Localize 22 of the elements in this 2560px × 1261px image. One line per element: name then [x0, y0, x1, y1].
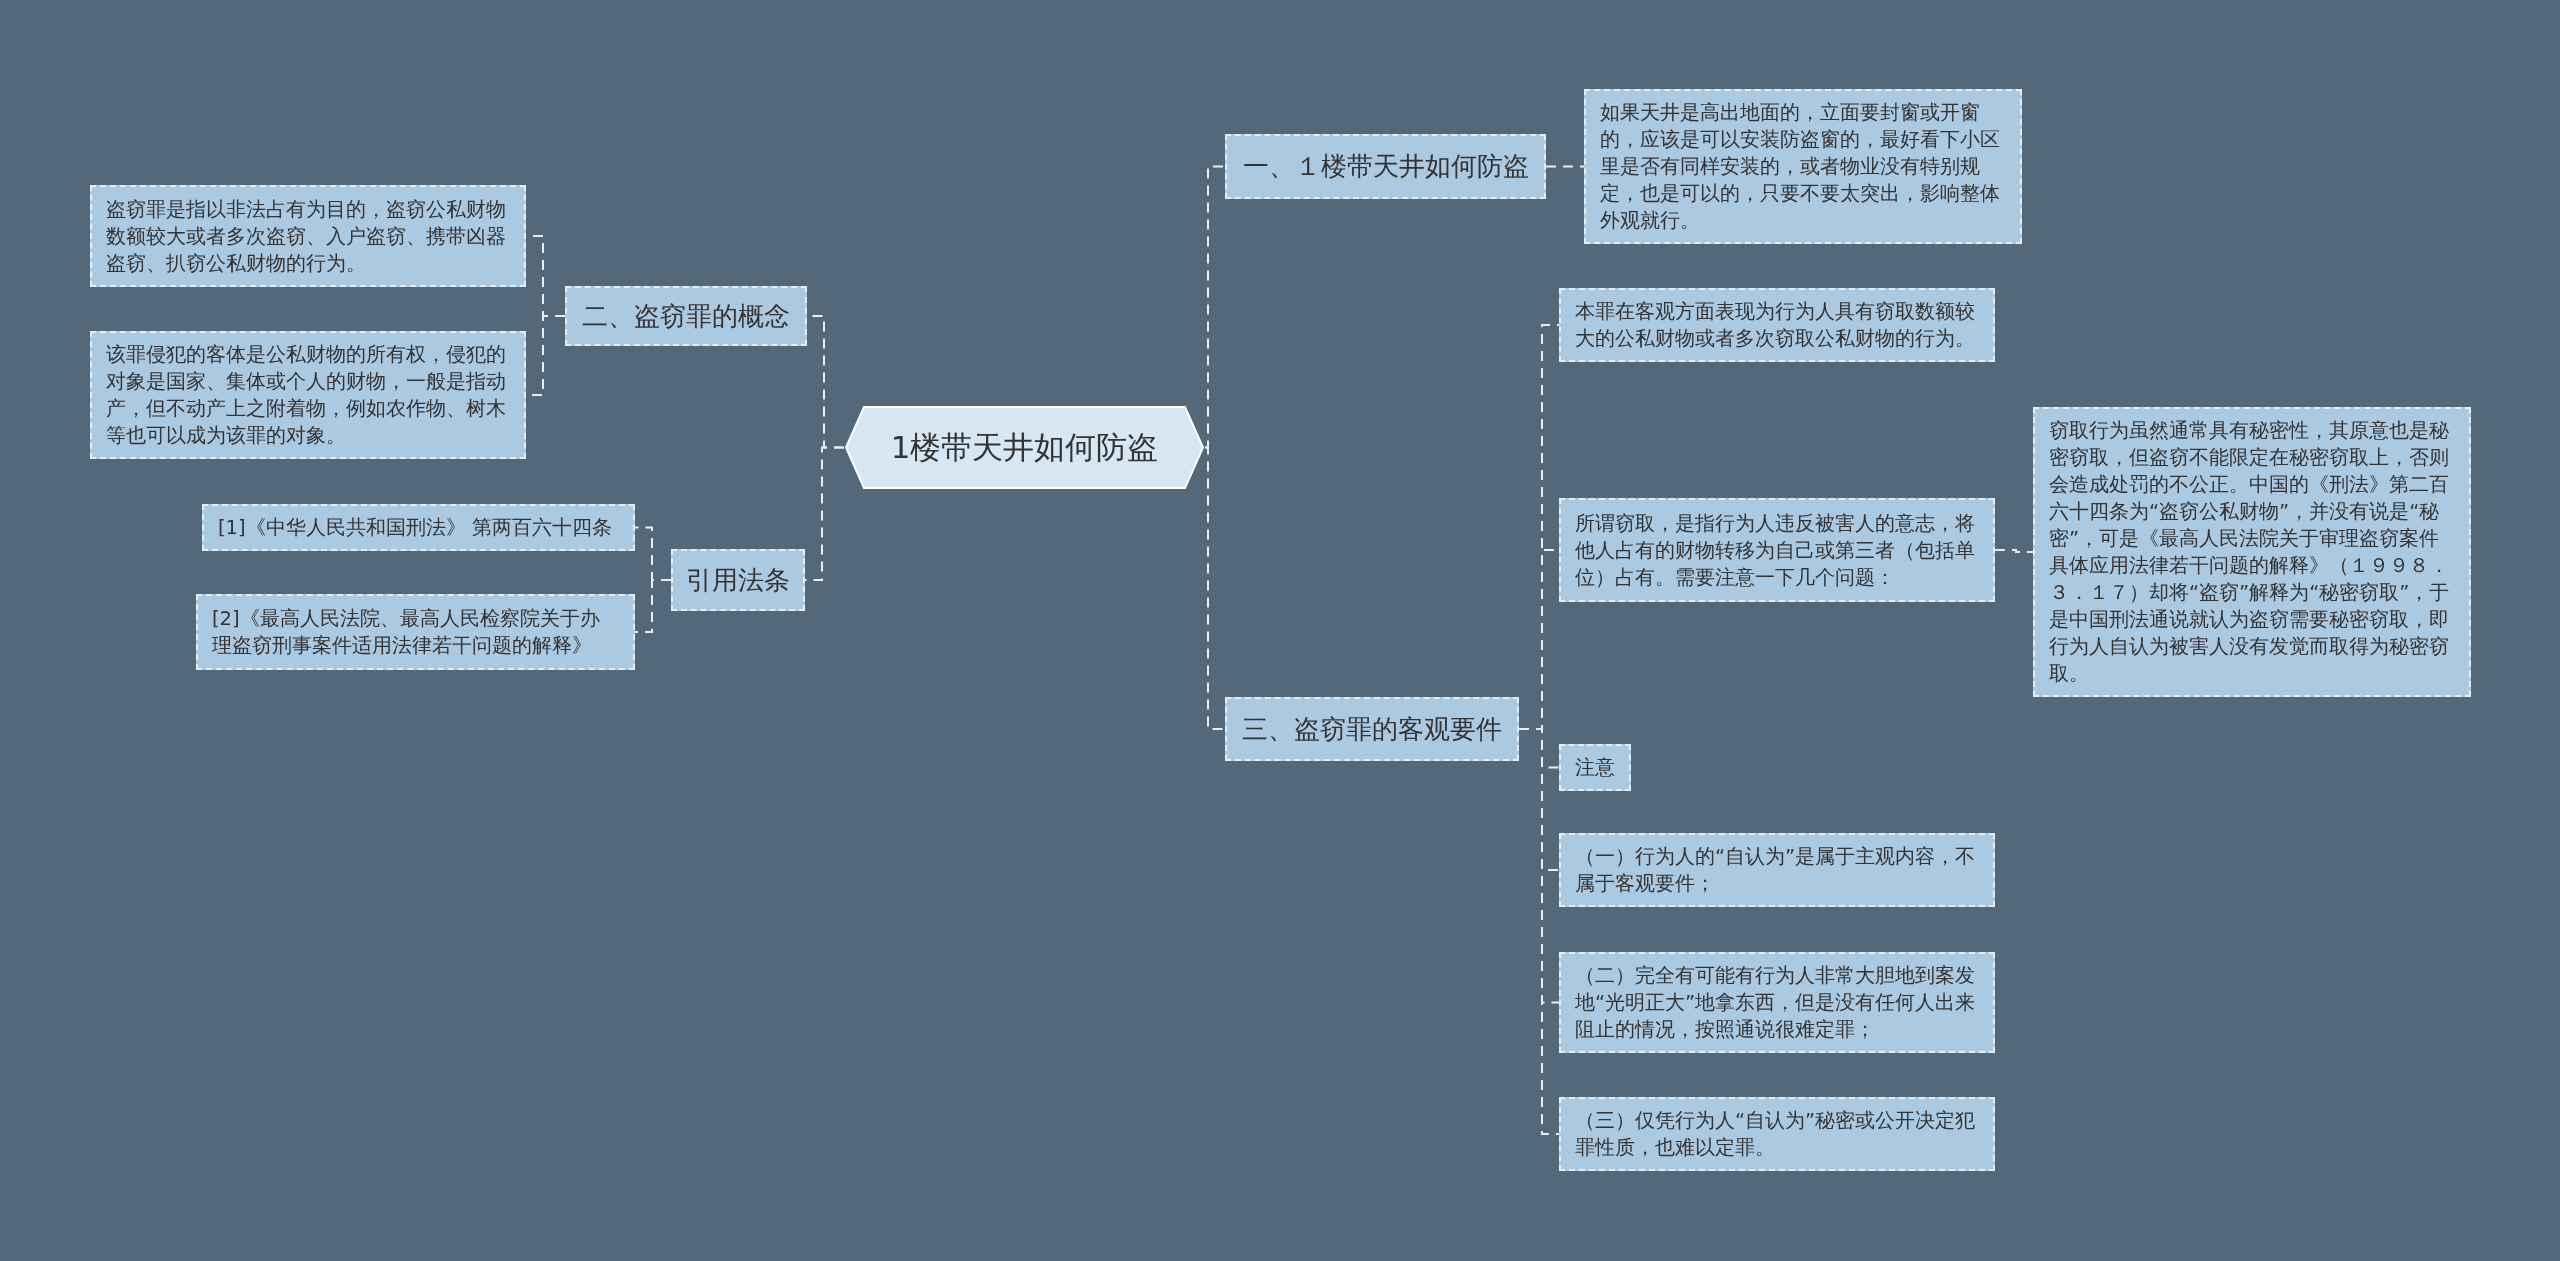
note-box: 窃取行为虽然通常具有秘密性，其原意也是秘密窃取，但盗窃不能限定在秘密窃取上，否则会造成处罚的不公正。中国的《刑法》第二百六十四条为“盗窃公私财物”，并没有说是“秘密”，可是《最高人民法院关于审理盗窃案件具体应用法律若干问题的解释》（１９９８．３．１７）却将“盗窃”解释为“秘密窃取”，于是中国刑法通说就认为盗窃需要秘密窃取，即行为人自认为被害人没有发觉而取得为秘密窃取。 [2033, 406, 2471, 697]
note-box: 注意 [1559, 744, 1631, 791]
note-box: [1]《中华人民共和国刑法》 第两百六十四条 [202, 503, 635, 551]
note-box: 所谓窃取，是指行为人违反被害人的意志，将他人占有的财物转移为自己或第三者（包括单位）占有。需要注意一下几个问题： [1559, 498, 1995, 602]
branch-topic-box: 引用法条 [671, 549, 805, 611]
connector-line [1204, 446, 1226, 730]
central-topic-hexagon: 1楼带天井如何防盗 [844, 405, 1205, 490]
note-box: 该罪侵犯的客体是公私财物的所有权，侵犯的对象是国家、集体或个人的财物，一般是指动产，但不动产上之附着物，例如农作物、树木等也可以成为该罪的对象。 [90, 331, 526, 459]
note-box: 如果天井是高出地面的，立面要封窗或开窗的，应该是可以安装防盗窗的，最好看下小区里是否有同样安装的，或者物业没有特别规定，也是可以的，只要不要太突出，影响整体外观就行。 [1584, 89, 2022, 244]
connector-line [1204, 165, 1226, 449]
connector-line [1994, 549, 2034, 553]
note-box: （一）行为人的“自认为”是属于主观内容，不属于客观要件； [1559, 832, 1995, 907]
branch-topic-box: 三、盗窃罪的客观要件 [1225, 697, 1519, 761]
note-box: （二）完全有可能有行为人非常大胆地到案发地“光明正大”地拿东西，但是没有任何人出来阻止的情况，按照通说很难定罪； [1559, 952, 1995, 1053]
branch-topic-box: 一、１楼带天井如何防盗 [1225, 134, 1546, 199]
note-box: （三）仅凭行为人“自认为”秘密或公开决定犯罪性质，也难以定罪。 [1559, 1097, 1995, 1171]
branch-topic-box: 二、盗窃罪的概念 [565, 286, 807, 346]
note-box: 盗窃罪是指以非法占有为目的，盗窃公私财物数额较大或者多次盗窃、入户盗窃、携带凶器盗窃、扒窃公私财物的行为。 [90, 185, 526, 287]
connector-line [634, 579, 672, 633]
connector-line [1545, 165, 1585, 168]
note-box: [2]《最高人民法院、最高人民检察院关于办理盗窃刑事案件适用法律若干问题的解释》 [196, 594, 635, 670]
note-box: 本罪在客观方面表现为行为人具有窃取数额较大的公私财物或者多次窃取公私财物的行为。 [1559, 288, 1995, 362]
